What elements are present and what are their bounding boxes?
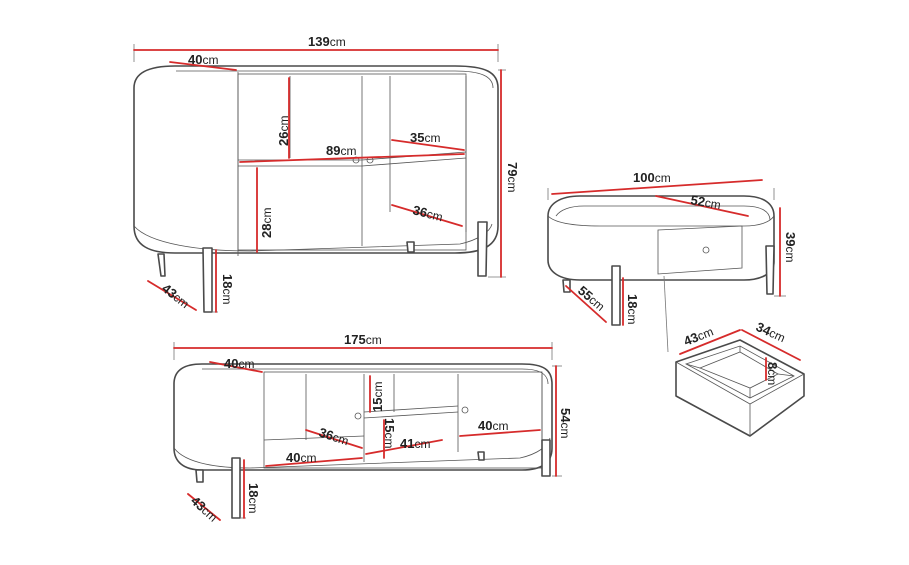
tv-stand-right-width-label: 40cm: [478, 418, 508, 433]
coffee-table-top-depth-label: 52cm: [689, 192, 722, 212]
tv-stand-shelf-h-bottom-label: 15cm: [382, 418, 397, 448]
sideboard-inner-width-line: [239, 153, 465, 163]
coffee-table-drawing: [547, 188, 786, 353]
drawer-width-line: [679, 329, 741, 355]
sideboard-shelf-depth-top-label: 35cm: [410, 130, 440, 145]
coffee-table-height-label: 39cm: [783, 232, 798, 262]
sideboard-leg-label: 18cm: [220, 274, 235, 304]
sideboard-shelf-depth-bottom-label: 36cm: [411, 202, 444, 224]
coffee-table-depth-line: [565, 285, 607, 323]
sideboard-height-label: 79cm: [505, 162, 520, 192]
sideboard-dimensions: 139cm 40cm 79cm 26cm 89cm 35cm 28cm 36cm…: [133, 34, 520, 313]
tv-stand-left-width-line: [265, 457, 363, 467]
tv-stand-depth-top-label: 40cm: [224, 356, 254, 371]
tv-stand-leg-label: 18cm: [246, 483, 261, 513]
tv-stand-depth-bottom-label: 43cm: [188, 493, 221, 525]
sideboard-depth-top-line: [169, 61, 237, 71]
drawer-depth-label: 34cm: [754, 319, 788, 345]
tv-stand-shelf-depth-label: 36cm: [317, 425, 351, 449]
drawer-height-label: 8cm: [765, 362, 780, 385]
tv-stand-shelf-h-top-label: 15cm: [370, 382, 385, 412]
sideboard-shelf-depth-bottom-line: [391, 204, 463, 227]
coffee-table-width-label: 100cm: [633, 170, 671, 185]
tv-stand-right-width-line: [459, 429, 541, 437]
tv-stand-height-label: 54cm: [558, 408, 573, 438]
tv-stand-left-width-label: 40cm: [286, 450, 316, 465]
tv-stand-drawing: [173, 342, 562, 519]
coffee-table-leg-label: 18cm: [625, 294, 640, 324]
sideboard-shelf-depth-top-line: [391, 139, 465, 151]
drawer-width-label: 43cm: [682, 323, 716, 348]
sideboard-depth-bottom-label: 43cm: [159, 281, 192, 312]
sideboard-shelf-h-top-label: 26cm: [276, 116, 291, 146]
sideboard-depth-bottom-line: [147, 280, 197, 311]
coffee-table-dimensions: 100cm 52cm 39cm 55cm 18cm: [551, 170, 798, 326]
coffee-table-top-depth-line: [655, 195, 749, 217]
sideboard-depth-top-label: 40cm: [188, 52, 218, 67]
sideboard-inner-width-label: 89cm: [326, 143, 356, 158]
tv-stand-width-label: 175cm: [344, 332, 382, 347]
drawer-drawing: [675, 339, 805, 437]
tv-stand-dimensions: 175cm 40cm 54cm 15cm 15cm 36cm 40cm 41cm…: [173, 332, 573, 525]
tv-stand-middle-width-label: 41cm: [400, 436, 430, 451]
sideboard-shelf-h-bottom-label: 28cm: [259, 208, 274, 238]
tv-stand-middle-width-line: [365, 439, 443, 455]
sideboard-drawing: [133, 44, 506, 313]
tv-stand-depth-top-line: [209, 361, 263, 373]
sideboard-width-label: 139cm: [308, 34, 346, 49]
tv-stand-shelf-depth-line: [305, 429, 363, 449]
drawer-dimensions: 43cm 34cm 8cm: [679, 319, 801, 385]
tv-stand-depth-bottom-line: [187, 493, 221, 521]
drawer-depth-line: [741, 329, 801, 361]
coffee-table-width-line: [551, 179, 763, 195]
